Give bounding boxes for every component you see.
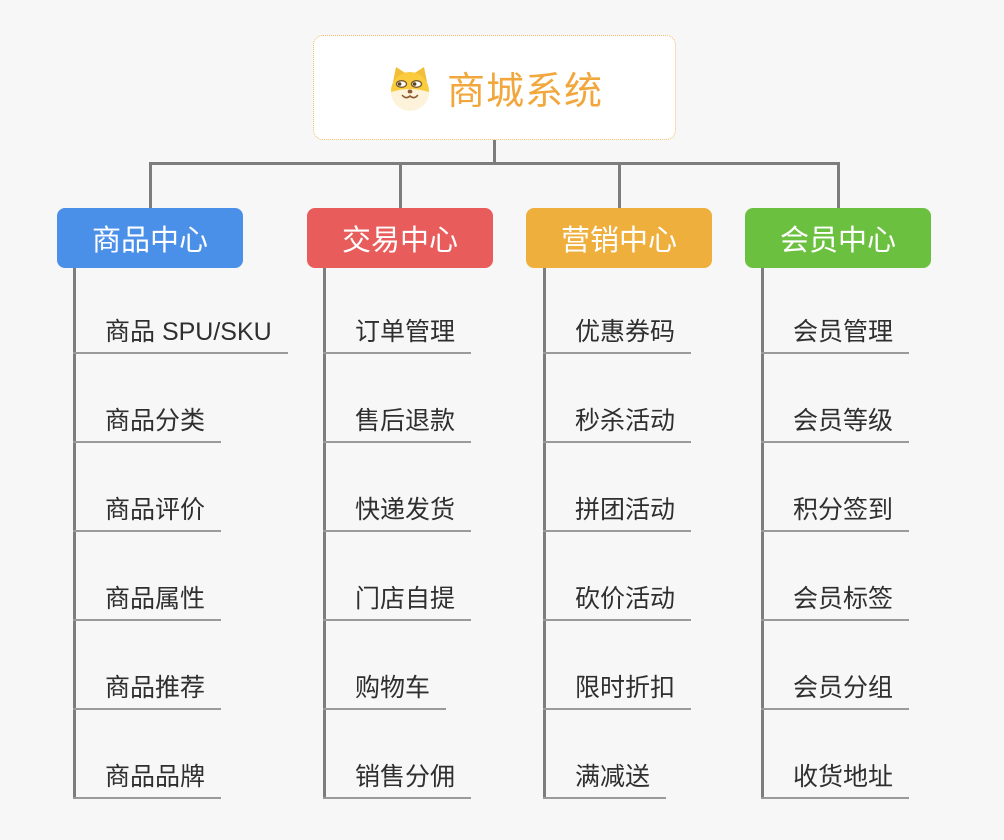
root-node[interactable]: 商城系统 xyxy=(313,35,676,140)
leaf-node[interactable]: 商品属性 xyxy=(73,586,222,621)
branch-label: 会员中心 xyxy=(779,225,896,257)
leaf-node[interactable]: 会员管理 xyxy=(761,319,910,354)
connector-drop-marketing xyxy=(618,162,621,210)
connector-horizontal-bar xyxy=(150,162,839,165)
leaf-node[interactable]: 门店自提 xyxy=(323,586,472,621)
connector-root-stub xyxy=(493,140,496,165)
leaf-node[interactable]: 优惠券码 xyxy=(543,319,692,354)
branch-label: 营销中心 xyxy=(560,225,677,257)
leaf-node[interactable]: 积分签到 xyxy=(761,497,910,532)
leaf-node[interactable]: 订单管理 xyxy=(323,319,472,354)
connector-drop-member xyxy=(837,162,840,210)
branch-node-marketing-center[interactable]: 营销中心 xyxy=(526,208,712,268)
leaf-node[interactable]: 满减送 xyxy=(543,764,667,799)
branch-label: 交易中心 xyxy=(341,225,458,257)
dog-face-icon xyxy=(390,66,429,111)
leaf-node[interactable]: 砍价活动 xyxy=(543,586,692,621)
leaf-node[interactable]: 限时折扣 xyxy=(543,675,692,710)
leaf-node[interactable]: 商品品牌 xyxy=(73,764,222,799)
leaf-node[interactable]: 商品 SPU/SKU xyxy=(73,319,288,354)
leaf-node[interactable]: 购物车 xyxy=(323,675,447,710)
leaf-node[interactable]: 商品推荐 xyxy=(73,675,222,710)
connector-trunk xyxy=(323,268,326,799)
leaf-node[interactable]: 拼团活动 xyxy=(543,497,692,532)
connector-drop-product xyxy=(149,162,152,210)
branch-node-trade-center[interactable]: 交易中心 xyxy=(307,208,493,268)
leaf-node[interactable]: 商品评价 xyxy=(73,497,222,532)
branch-label: 商品中心 xyxy=(91,225,208,257)
branch-node-member-center[interactable]: 会员中心 xyxy=(745,208,931,268)
leaf-node[interactable]: 秒杀活动 xyxy=(543,408,692,443)
leaf-node[interactable]: 收货地址 xyxy=(761,764,910,799)
root-title: 商城系统 xyxy=(446,71,603,113)
leaf-node[interactable]: 销售分佣 xyxy=(323,764,472,799)
connector-trunk xyxy=(761,268,764,799)
connector-drop-trade xyxy=(399,162,402,210)
leaf-node[interactable]: 快递发货 xyxy=(323,497,472,532)
leaf-node[interactable]: 会员分组 xyxy=(761,675,910,710)
leaf-node[interactable]: 商品分类 xyxy=(73,408,222,443)
connector-trunk xyxy=(543,268,546,799)
branch-node-product-center[interactable]: 商品中心 xyxy=(57,208,243,268)
connector-trunk xyxy=(73,268,76,799)
leaf-node[interactable]: 会员标签 xyxy=(761,586,910,621)
leaf-node[interactable]: 会员等级 xyxy=(761,408,910,443)
leaf-node[interactable]: 售后退款 xyxy=(323,408,472,443)
